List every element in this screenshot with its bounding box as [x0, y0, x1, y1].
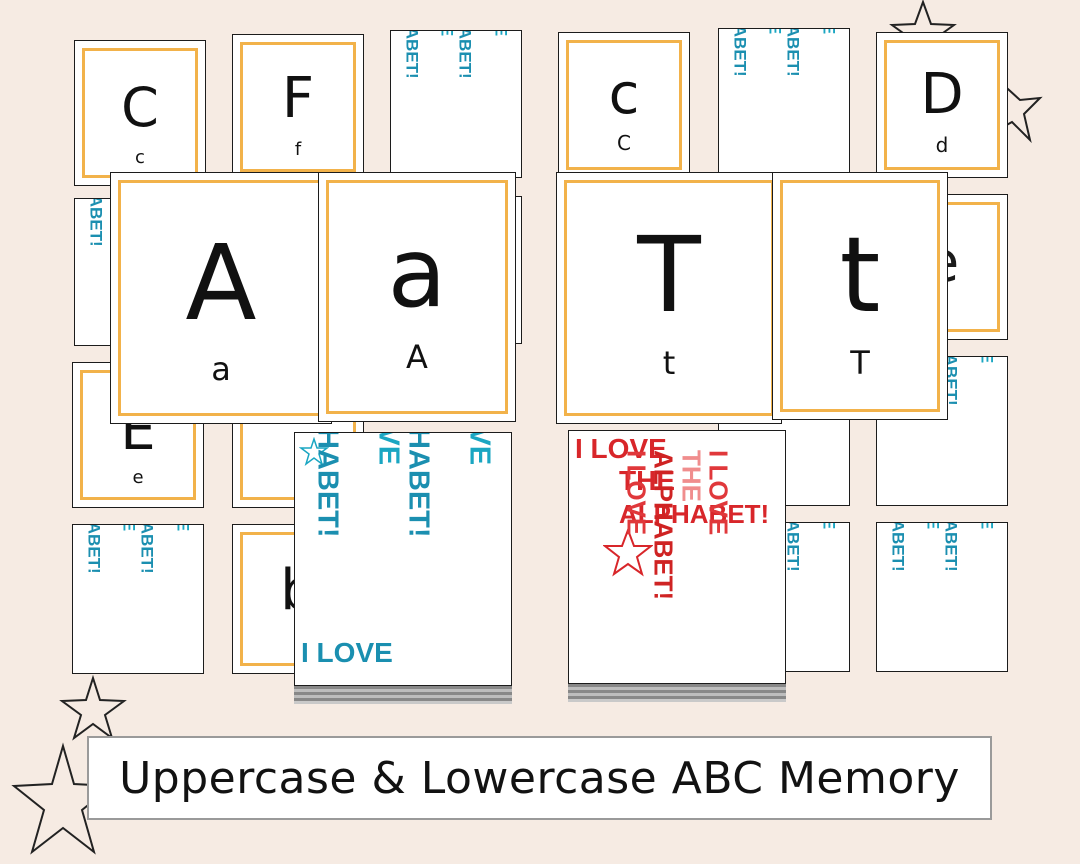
pattern-text: I LOVE: [575, 433, 667, 464]
card-sub-letter: a: [211, 350, 231, 388]
card-sub-letter: d: [935, 133, 949, 157]
memory-card-lower-c[interactable]: c C: [558, 32, 690, 178]
memory-card-upper-a[interactable]: A a: [110, 172, 332, 424]
card-letter: C: [121, 76, 159, 139]
memory-card-lower-t[interactable]: t T: [772, 172, 948, 420]
star-outline-icon: [603, 527, 653, 577]
star-outline-icon: [59, 674, 127, 741]
card-sub-letter: T: [850, 344, 870, 382]
memory-card-upper-d[interactable]: D d: [876, 32, 1008, 178]
star-outline-icon: [299, 437, 329, 466]
card-sub-letter: C: [617, 131, 631, 155]
card-letter: D: [920, 62, 964, 127]
memory-card-upper-t[interactable]: T t: [556, 172, 782, 424]
card-letter: a: [387, 217, 447, 329]
star-outline-icon: [993, 79, 1043, 144]
card-sub-letter: f: [294, 139, 302, 160]
card-sub-letter: A: [406, 338, 428, 376]
page-title: Uppercase & Lowercase ABC Memory: [119, 752, 960, 804]
card-sub-letter: c: [135, 147, 145, 168]
pattern-text: I LOVE: [301, 637, 393, 668]
memory-card-upper-f[interactable]: F f: [232, 34, 364, 180]
card-sub-letter: t: [662, 344, 676, 382]
memory-card-lower-a[interactable]: a A: [318, 172, 516, 422]
memory-card-upper-c[interactable]: C c: [74, 40, 206, 186]
card-letter: A: [185, 222, 257, 344]
card-letter: T: [637, 214, 701, 336]
card-letter: F: [281, 66, 315, 131]
card-letter: c: [608, 62, 640, 127]
pattern-text: THE: [619, 465, 675, 496]
card-letter: t: [839, 214, 881, 336]
title-banner: Uppercase & Lowercase ABC Memory: [87, 736, 992, 820]
card-sub-letter: e: [132, 467, 144, 488]
pattern-text: ALPHABET!: [619, 499, 770, 529]
